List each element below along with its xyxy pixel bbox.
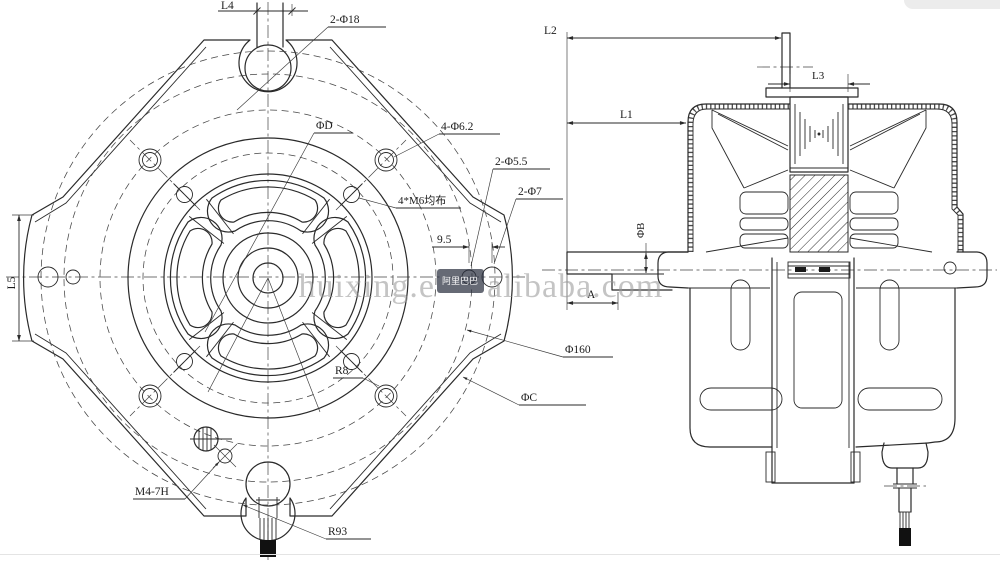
cable-connector-tip: [260, 540, 276, 557]
side-view: L2 L1 L3 ΦB A: [542, 25, 997, 546]
dim-label-l5: L5: [6, 276, 18, 289]
top-mount-hole-phi18: [244, 44, 292, 92]
dim-label-95: 9.5: [437, 234, 452, 246]
shaft-spline-tip: [899, 528, 911, 546]
leader-fan-lines: [207, 277, 321, 413]
rotor-section: [787, 167, 851, 279]
dim-label-phiB: ΦB: [635, 223, 647, 238]
power-cable: [256, 497, 280, 557]
upper-housing: [687, 103, 964, 253]
page-edge-shadow: [0, 554, 1000, 555]
dim-label-phiD: ΦD: [316, 120, 333, 132]
dim-label-2phi55: 2-Φ5.5: [495, 156, 528, 168]
dim-label-4phi62: 4-Φ6.2: [441, 121, 474, 133]
dim-label-phiC: ΦC: [521, 392, 537, 404]
shaft-boss: [237, 247, 299, 309]
dim-label-m47h: M4-7H: [135, 486, 169, 498]
front-dimensions: L4 L5 2-Φ18 ΦD 4-Φ6.2 4*M6均布 2-Φ5.5: [6, 0, 613, 540]
bottom-shaft: [881, 442, 929, 546]
alibaba-badge: [437, 269, 484, 293]
dim-label-r93: R93: [328, 526, 347, 538]
winding-column: [765, 87, 859, 173]
dim-label-l2: L2: [544, 25, 557, 37]
dim-label-a: A: [587, 289, 596, 301]
top-shaft: [781, 32, 791, 89]
mounting-flange: [657, 251, 988, 289]
front-centerlines: [6, 2, 528, 560]
front-housing-outline: [22, 2, 514, 557]
dim-label-l1: L1: [620, 109, 633, 121]
shaft-tube: [765, 257, 861, 484]
watermark: huixing.e 阿里巴巴 alibaba.com: [299, 268, 663, 305]
dim-label-l3: L3: [812, 70, 825, 82]
alibaba-badge-text: 阿里巴巴: [442, 276, 478, 287]
ground-symbol: [190, 426, 232, 452]
lower-housing: [689, 279, 956, 448]
watermark-prefix: huixing.e: [299, 268, 435, 305]
watermark-suffix: alibaba.com: [487, 268, 663, 305]
dim-label-phi160: Φ160: [565, 344, 591, 356]
front-view: L4 L5 2-Φ18 ΦD 4-Φ6.2 4*M6均布 2-Φ5.5: [6, 0, 613, 560]
page-corner-tab: [904, 0, 1000, 9]
dim-label-l4: L4: [221, 0, 234, 12]
dim-label-r8: R8: [335, 365, 349, 377]
dim-label-4m6: 4*M6均布: [398, 194, 446, 207]
dim-label-2phi7: 2-Φ7: [518, 186, 542, 198]
shaft-end: [252, 262, 284, 294]
dim-label-2phi18: 2-Φ18: [330, 14, 360, 26]
stator-section: [705, 109, 933, 253]
output-shaft: [566, 251, 689, 291]
cable-grommet: [245, 461, 291, 507]
side-dimensions: L2 L1 L3 ΦB A: [544, 25, 870, 310]
